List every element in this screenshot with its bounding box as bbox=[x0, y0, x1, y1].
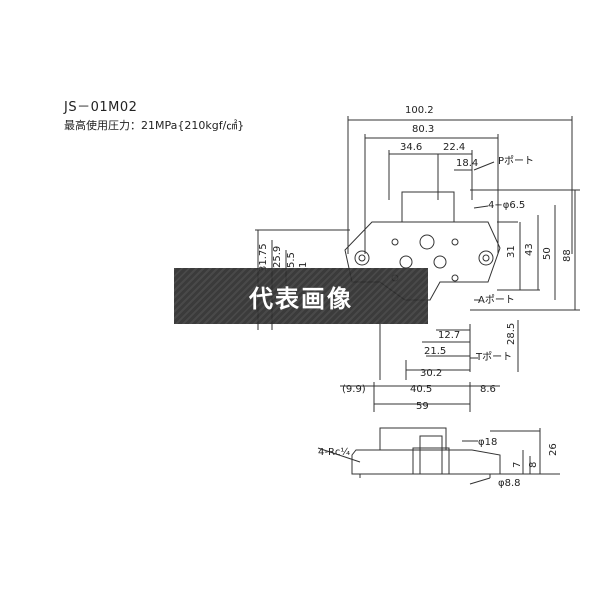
dim-port-offset: 34.6 bbox=[400, 142, 422, 153]
label-rc-ports: 4-Rc¼ bbox=[318, 446, 350, 458]
dim-height-5-5: 5.5 bbox=[286, 252, 297, 268]
dim-height-31: 31 bbox=[506, 245, 517, 258]
label-mounting-holes: 4−φ6.5 bbox=[488, 200, 525, 211]
label-a-port: Aポート bbox=[478, 294, 515, 306]
dim-height-88: 88 bbox=[562, 249, 573, 262]
dim-height-25-9: 25.9 bbox=[272, 246, 283, 268]
dim-height-8: 8 bbox=[528, 462, 539, 468]
dim-width-8-6: 8.6 bbox=[480, 384, 496, 395]
dim-diameter-8-8: φ8.8 bbox=[498, 478, 521, 489]
dim-width-9-9: (9.9) bbox=[342, 384, 366, 395]
sample-image-banner: 代表画像 bbox=[174, 268, 428, 324]
dim-width-40-5: 40.5 bbox=[410, 384, 432, 395]
dim-width-21-5: 21.5 bbox=[424, 346, 446, 357]
banner-text: 代表画像 bbox=[249, 284, 353, 313]
dim-port-p-offset: 18.4 bbox=[456, 158, 478, 169]
dim-width-59: 59 bbox=[416, 401, 429, 412]
dim-height-28-5: 28.5 bbox=[506, 323, 517, 345]
dim-port-spacing: 22.4 bbox=[443, 142, 465, 153]
dim-width-mount: 80.3 bbox=[412, 124, 434, 135]
label-t-port: Tポート bbox=[475, 351, 512, 363]
label-p-port: Pポート bbox=[498, 155, 534, 167]
dim-height-43: 43 bbox=[524, 243, 535, 256]
dim-height-31-75: 31.75 bbox=[258, 243, 269, 272]
dim-height-7: 7 bbox=[512, 462, 523, 468]
dim-width-12-7: 12.7 bbox=[438, 330, 460, 341]
dim-height-26: 26 bbox=[548, 443, 559, 456]
dim-height-1: 1 bbox=[298, 262, 309, 268]
max-pressure-spec: 最高使用圧力：21MPa{210kgf/㎠} bbox=[64, 119, 245, 132]
dim-diameter-18: φ18 bbox=[478, 437, 497, 448]
dim-width-overall: 100.2 bbox=[405, 105, 434, 116]
model-number: JS－01M02 bbox=[64, 100, 138, 115]
dim-height-50: 50 bbox=[542, 247, 553, 260]
dim-width-30-2: 30.2 bbox=[420, 368, 442, 379]
